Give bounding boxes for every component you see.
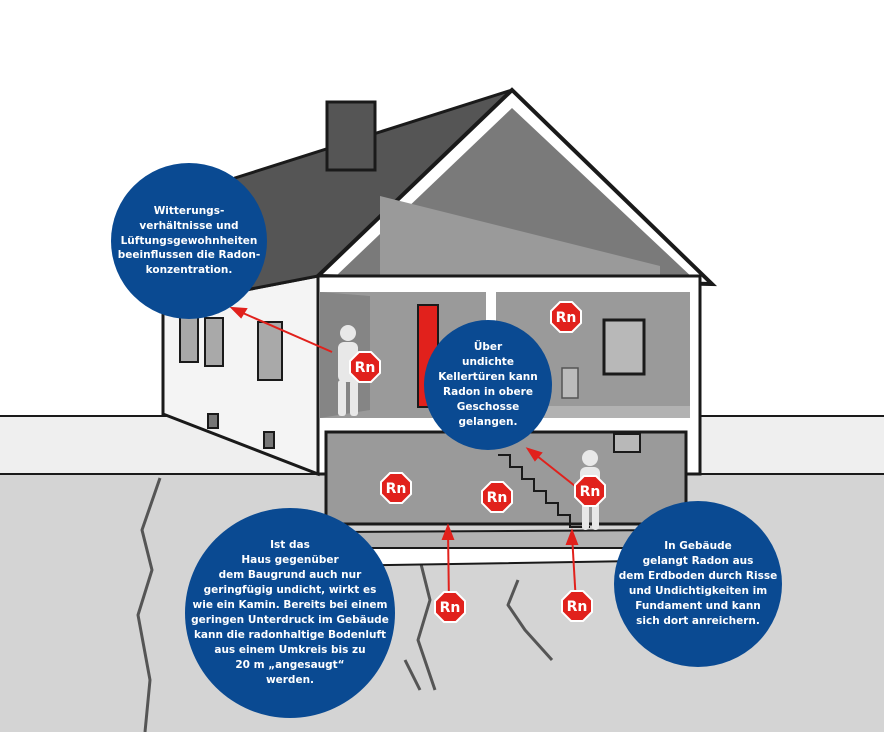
side-window — [257, 321, 283, 381]
bubble-weather-text: Witterungs- verhältnisse und Lüftungsgew… — [117, 204, 261, 277]
radon-octagon-icon: Rn — [481, 481, 513, 513]
radon-label: Rn — [580, 484, 601, 500]
radon-octagon-icon: Rn — [550, 301, 582, 333]
radon-octagon-icon: Rn — [380, 472, 412, 504]
radon-label: Rn — [556, 310, 577, 326]
cellar-vent — [263, 431, 275, 449]
heater — [561, 367, 579, 399]
attic-wall — [380, 196, 660, 280]
bubble-soil-text: In Gebäude gelangt Radon aus dem Erdbode… — [618, 540, 778, 627]
radon-label: Rn — [567, 599, 588, 615]
bubble-doors: Über undichte Kellertüren kann Radon in … — [424, 320, 552, 450]
radon-arrows — [229, 306, 579, 606]
radon-label: Rn — [386, 481, 407, 497]
radon-octagon-icon: Rn — [349, 351, 381, 383]
radon-octagon-icon: Rn — [561, 590, 593, 622]
radon-octagon-icon: Rn — [434, 591, 466, 623]
cellar-vent — [207, 413, 219, 429]
chimney — [325, 100, 377, 172]
radon-label: Rn — [440, 600, 461, 616]
radon-label: Rn — [487, 490, 508, 506]
soil-cracks — [136, 477, 554, 732]
radon-label: Rn — [355, 360, 376, 376]
bubble-chimney-text: Ist das Haus gegenüber dem Baugrund auch… — [191, 539, 389, 686]
bubble-doors-text: Über undichte Kellertüren kann Radon in … — [438, 341, 538, 428]
radon-octagon-icon: Rn — [574, 475, 606, 507]
stairs — [498, 454, 590, 528]
bubble-weather: Witterungs- verhältnisse und Lüftungsgew… — [111, 163, 267, 319]
side-window — [204, 317, 224, 367]
room-window — [602, 318, 646, 376]
side-window — [179, 315, 199, 363]
cellar-window — [613, 433, 641, 453]
bubble-chimney: Ist das Haus gegenüber dem Baugrund auch… — [185, 508, 395, 718]
bubble-soil: In Gebäude gelangt Radon aus dem Erdbode… — [614, 501, 782, 667]
